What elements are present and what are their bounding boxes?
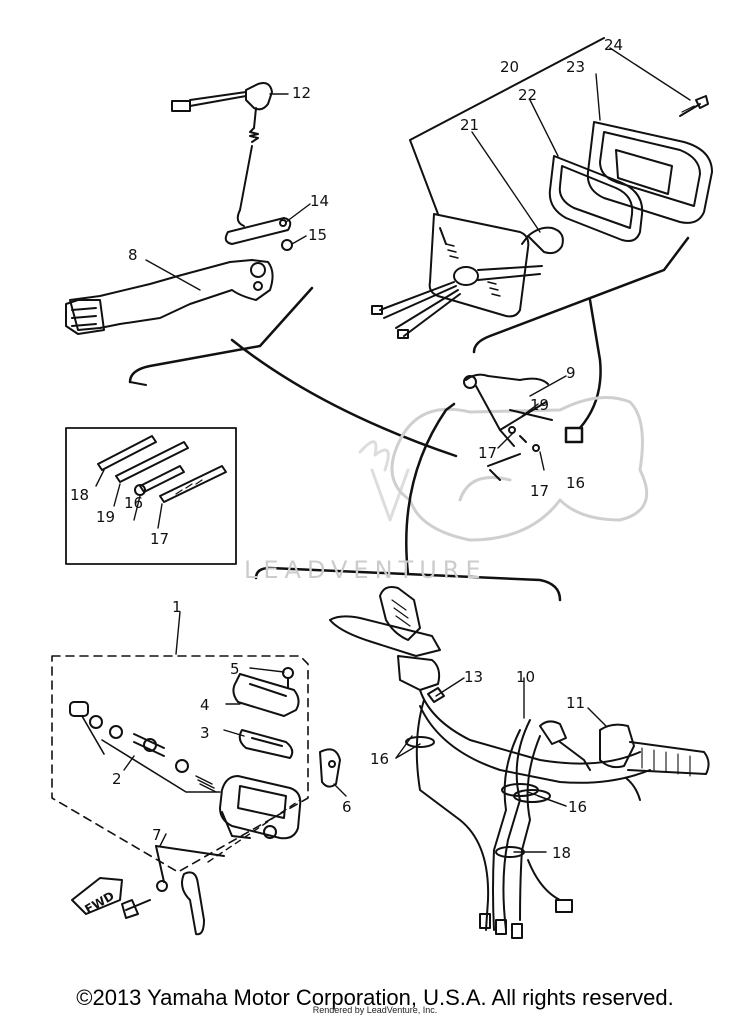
callout-19-atv: 19 (530, 396, 549, 414)
small-parts-inset (65, 427, 237, 565)
callout-19-inset: 19 (96, 508, 115, 526)
atv-detail-parts (463, 373, 553, 481)
master-cylinder-assembly (51, 655, 341, 936)
connector-lines (230, 298, 602, 458)
callout-20: 20 (500, 58, 519, 76)
callout-1: 1 (172, 598, 182, 616)
callout-11: 11 (566, 694, 585, 712)
fwd-badge: FWD (82, 889, 116, 917)
watermark-text: LEADVENTURE (244, 556, 487, 584)
callout-24: 24 (604, 36, 623, 54)
rendered-by-credit: Rendered by LeadVenture, Inc. (312, 1005, 438, 1015)
callout-14: 14 (310, 192, 329, 210)
callout-13: 13 (464, 668, 483, 686)
callout-labels: 1 2 3 4 5 6 7 8 9 10 11 12 13 14 15 16 1… (70, 36, 623, 917)
callout-6: 6 (342, 798, 352, 816)
callout-21: 21 (460, 116, 479, 134)
callout-17-atv-right: 17 (530, 482, 549, 500)
callout-16-handlebar-r: 16 (568, 798, 587, 816)
callout-16-inset: 16 (124, 494, 143, 512)
handlebar-section-outline (254, 402, 562, 602)
watermark-logo (358, 440, 410, 522)
callout-5: 5 (230, 660, 240, 678)
handlebar-assembly (329, 586, 710, 939)
callout-23: 23 (566, 58, 585, 76)
callout-9: 9 (566, 364, 576, 382)
taillight-assembly (371, 37, 713, 354)
callout-15: 15 (308, 226, 327, 244)
callout-17-atv-left: 17 (478, 444, 497, 462)
copyright-notice: ©2013 Yamaha Motor Corporation, U.S.A. A… (76, 985, 674, 1010)
callout-10: 10 (516, 668, 535, 686)
callout-16-atv: 16 (566, 474, 585, 492)
callout-12: 12 (292, 84, 311, 102)
callout-16-handlebar-l: 16 (370, 750, 389, 768)
callout-17-inset: 17 (150, 530, 169, 548)
callout-leaders (95, 47, 691, 853)
callout-2: 2 (112, 770, 122, 788)
callout-8: 8 (128, 246, 138, 264)
callout-3: 3 (200, 724, 210, 742)
callout-18-handlebar: 18 (552, 844, 571, 862)
brake-pedal-assembly (65, 82, 314, 386)
callout-7: 7 (152, 826, 162, 844)
callout-18-inset: 18 (70, 486, 89, 504)
callout-22: 22 (518, 86, 537, 104)
callout-4: 4 (200, 696, 210, 714)
atv-silhouette (390, 396, 649, 542)
